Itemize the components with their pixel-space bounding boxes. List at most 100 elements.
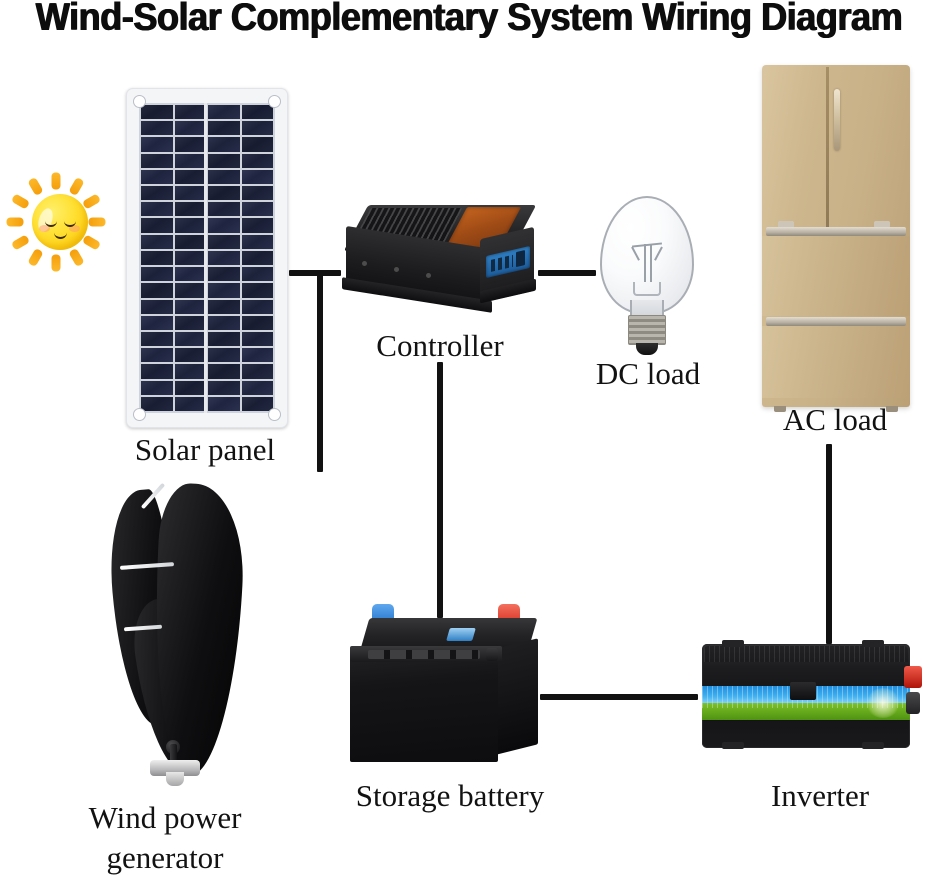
solar-cell <box>174 380 206 395</box>
solar-cell <box>174 396 206 411</box>
solar-cell <box>241 331 273 347</box>
solar-cell <box>208 137 240 152</box>
solar-cell <box>174 169 206 185</box>
solar-cell <box>241 250 273 266</box>
inverter-mount-tab <box>722 640 744 647</box>
solar-cell <box>141 153 173 168</box>
solar-cell <box>241 121 273 136</box>
solar-cell <box>241 105 273 120</box>
solar-cell <box>208 315 240 330</box>
inverter-positive-terminal <box>904 666 922 688</box>
solar-cell <box>208 283 240 298</box>
solar-cell <box>241 169 273 185</box>
solar-cell <box>241 234 273 249</box>
sun-ray <box>10 193 30 210</box>
solar-panel-grommet <box>268 408 281 421</box>
solar-cell <box>241 267 273 282</box>
solar-cell <box>141 380 173 395</box>
sun-ray <box>81 234 101 251</box>
solar-cell <box>141 202 173 217</box>
sun-eye-left <box>45 218 57 227</box>
controller-screw <box>362 261 367 266</box>
bulb-contact-tip <box>636 343 658 355</box>
solar-cell <box>174 250 206 266</box>
solar-cell <box>174 153 206 168</box>
solar-cell <box>174 348 206 363</box>
solar-cell <box>241 186 273 201</box>
sun-cheek-left <box>39 225 50 232</box>
battery-vent-caps <box>368 650 480 659</box>
solar-panel-label: Solar panel <box>134 432 276 467</box>
sun-icon <box>6 168 114 276</box>
solar-cell <box>208 348 240 363</box>
refrigerator-component <box>762 65 910 412</box>
solar-cell <box>241 153 273 168</box>
sun-ray <box>67 247 85 268</box>
solar-cell <box>208 202 240 217</box>
solar-cell <box>141 299 173 314</box>
battery-front-face <box>350 650 498 762</box>
solar-cell <box>141 186 173 201</box>
controller-component <box>340 205 540 315</box>
solar-cell <box>241 380 273 395</box>
solar-cell <box>174 234 206 249</box>
lcd-digit-large <box>516 250 525 268</box>
wire-solar-branch-down <box>317 270 323 472</box>
lcd-digits <box>491 254 513 272</box>
solar-cell <box>241 137 273 152</box>
solar-cell <box>208 396 240 411</box>
sun-ray <box>26 247 44 268</box>
sun-ray <box>10 234 30 251</box>
solar-cell <box>141 364 173 379</box>
solar-cell <box>174 267 206 282</box>
sun-ray <box>67 176 85 197</box>
solar-cell <box>208 121 240 136</box>
solar-cell <box>208 186 240 201</box>
fridge-door-split <box>826 67 829 230</box>
solar-cell <box>208 380 240 395</box>
inverter-label: Inverter <box>770 778 870 813</box>
solar-cell <box>141 234 173 249</box>
battery-label-sticker <box>446 628 476 641</box>
wire-solar-to-controller <box>289 270 341 276</box>
solar-cell <box>174 364 206 379</box>
inverter-center-notch <box>790 682 816 700</box>
solar-cell <box>241 396 273 411</box>
solar-cell <box>208 218 240 233</box>
controller-screw <box>426 273 431 278</box>
fridge-drawer-rail <box>766 317 906 326</box>
solar-cell <box>208 234 240 249</box>
solar-cell <box>141 267 173 282</box>
bulb-filament <box>650 244 652 282</box>
inverter-graphic-field <box>702 703 910 720</box>
wire-battery-to-inverter <box>540 694 698 700</box>
solar-cell <box>241 348 273 363</box>
solar-cell <box>174 283 206 298</box>
turbine-base-stem <box>166 772 184 786</box>
solar-cell <box>141 121 173 136</box>
fridge-door-tab <box>874 221 890 228</box>
solar-cell <box>208 331 240 347</box>
wire-controller-to-dc-load <box>538 270 596 276</box>
solar-cell <box>174 218 206 233</box>
sun-ray <box>88 217 105 227</box>
solar-cell <box>241 202 273 217</box>
storage-battery-label: Storage battery <box>355 778 545 813</box>
controller-screw <box>394 267 399 272</box>
solar-cell <box>141 218 173 233</box>
solar-cell <box>174 202 206 217</box>
storage-battery-component <box>350 604 540 766</box>
bulb-filament <box>644 244 646 282</box>
solar-cell <box>141 283 173 298</box>
wire-inverter-to-ac-load <box>826 444 832 644</box>
solar-cell <box>241 299 273 314</box>
page-title: Wind-Solar Complementary System Wiring D… <box>35 0 903 39</box>
solar-cell <box>174 315 206 330</box>
ac-load-label: AC load <box>782 402 888 437</box>
bulb-glass <box>600 196 694 314</box>
sun-ray <box>26 176 44 197</box>
solar-panel-grommet <box>133 408 146 421</box>
inverter-mount-tab <box>722 742 744 749</box>
inverter-component <box>694 638 926 754</box>
